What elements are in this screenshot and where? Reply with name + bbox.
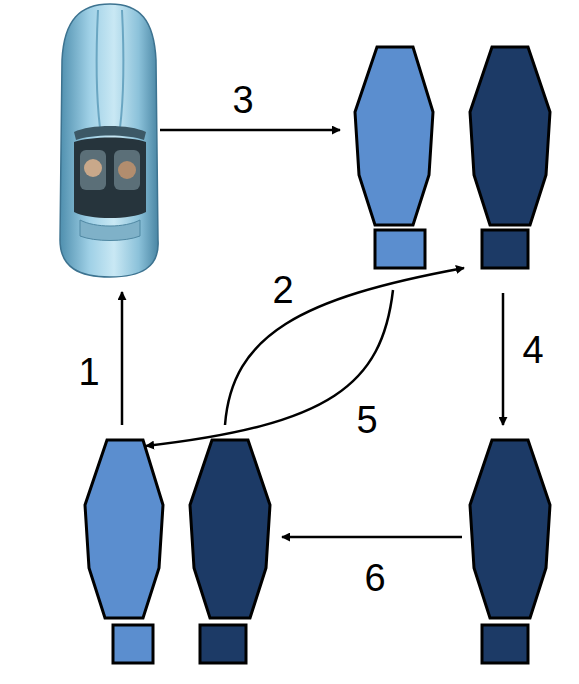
step-arrow xyxy=(225,268,464,425)
rear-deck xyxy=(80,220,140,241)
seat xyxy=(80,150,106,190)
car-body xyxy=(60,4,158,277)
left-shoe-print xyxy=(355,47,433,268)
step-number: 3 xyxy=(232,81,253,119)
passenger-head xyxy=(118,161,136,179)
heel xyxy=(200,625,246,663)
heel xyxy=(375,230,425,268)
sole xyxy=(470,47,550,225)
step-number: 6 xyxy=(364,559,385,597)
left-shoe-print xyxy=(85,440,163,663)
sole xyxy=(470,440,550,618)
sole xyxy=(355,47,433,225)
step-arrow xyxy=(121,292,124,425)
step-arrow xyxy=(146,290,393,446)
seat xyxy=(114,150,140,190)
sole xyxy=(190,440,270,618)
right-shoe-print xyxy=(190,440,270,663)
hood-bulge xyxy=(97,10,124,128)
arrows xyxy=(122,130,503,537)
cockpit xyxy=(74,138,146,219)
right-shoe-print xyxy=(470,47,550,268)
step-number: 5 xyxy=(356,401,377,439)
right-shoe-print xyxy=(470,440,550,663)
heel xyxy=(482,625,528,663)
step-number: 2 xyxy=(272,271,293,309)
car-illustration xyxy=(60,4,158,277)
step-arrow xyxy=(502,293,505,425)
heel xyxy=(482,230,528,268)
step-number: 4 xyxy=(522,331,543,369)
step-number: 1 xyxy=(78,353,99,391)
heel xyxy=(113,625,153,663)
step-arrow xyxy=(282,536,462,539)
sole xyxy=(85,440,163,618)
step-arrow xyxy=(160,129,340,132)
driver-head xyxy=(84,159,102,177)
